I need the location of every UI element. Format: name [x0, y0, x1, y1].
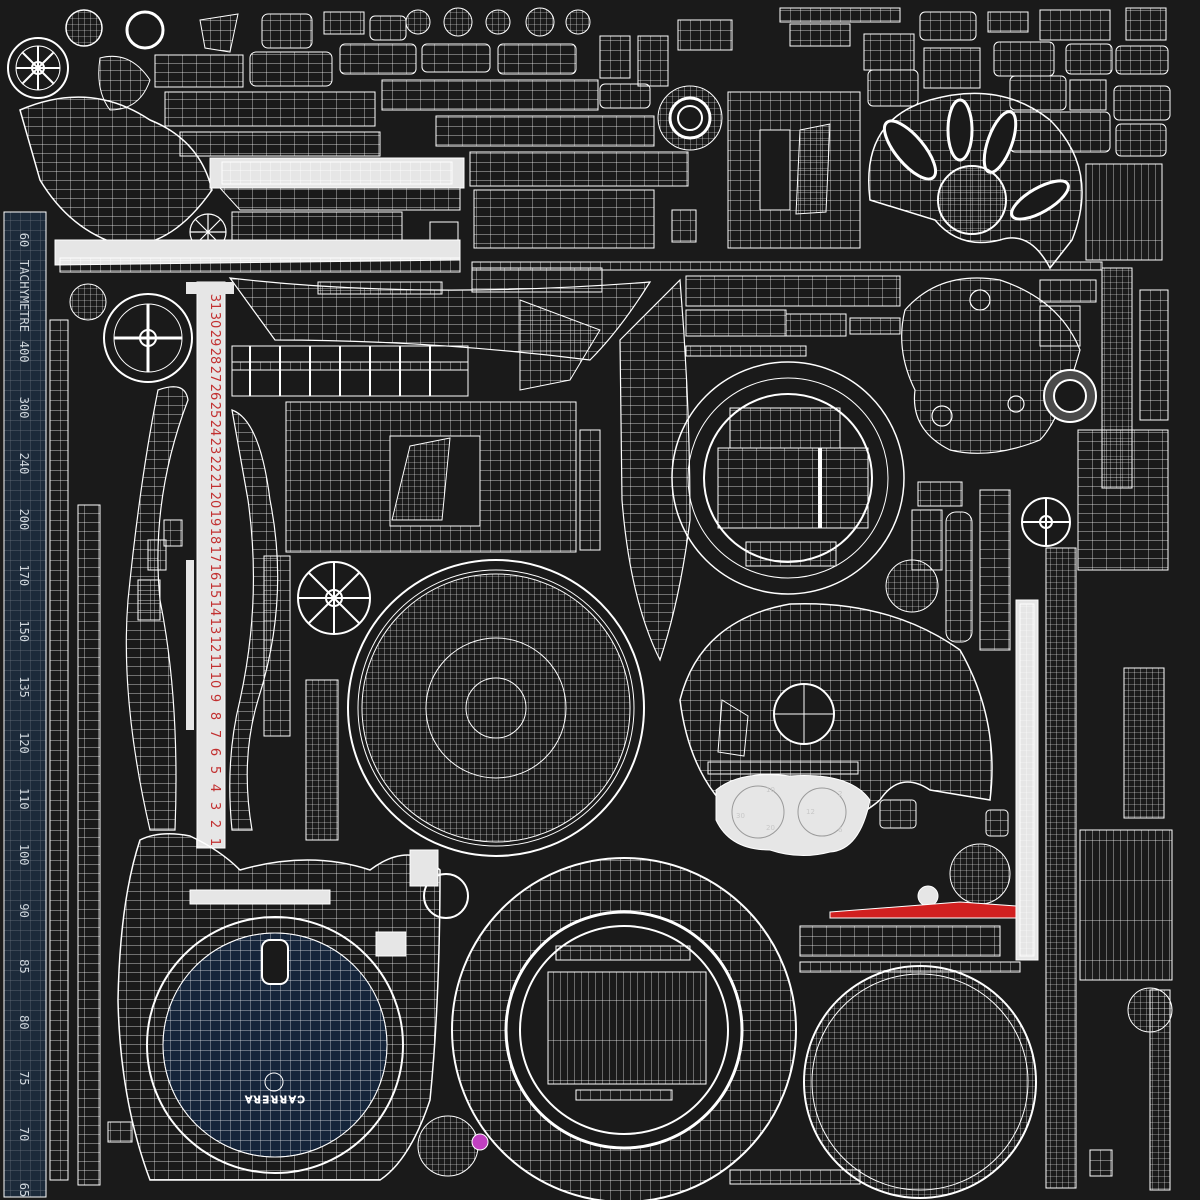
rotor-wheel [868, 92, 1083, 270]
tachymeter-label: 300 [17, 397, 31, 419]
tachymeter-label: TACHYMETRE [17, 260, 31, 332]
tachymeter-label: 110 [17, 788, 31, 810]
date-number: 2 [207, 820, 222, 828]
ring-bearing [657, 85, 723, 151]
tachymeter-label: 150 [17, 620, 31, 642]
bracelet-strip [77, 504, 101, 1186]
tachymeter-label: 120 [17, 732, 31, 754]
sweep-bracket [619, 278, 691, 662]
date-number: 1 [207, 838, 222, 846]
inner-case-block [727, 91, 861, 249]
date-number: 22 [207, 456, 222, 473]
ring-part [125, 10, 165, 50]
date-number: 8 [207, 712, 222, 720]
dome-right-middle [679, 602, 993, 832]
subdial-number: 6 [838, 826, 843, 834]
date-number: 20 [207, 492, 222, 509]
date-number: 4 [207, 784, 222, 792]
date-number: 5 [207, 766, 222, 774]
date-number: 30 [207, 312, 222, 329]
date-number: 3 [207, 802, 222, 810]
top-parts [154, 7, 1171, 255]
movement-plate [901, 277, 1097, 454]
date-number: 31 [207, 294, 222, 311]
case-flank [519, 299, 601, 391]
large-dome-center [347, 559, 645, 857]
date-number: 15 [207, 582, 222, 599]
subdial-number: 20 [766, 824, 775, 832]
date-number: 16 [207, 564, 222, 581]
case-bottom-left: CARRERA [117, 833, 441, 1181]
tachymeter-label: 80 [17, 1015, 31, 1029]
date-number: 11 [207, 654, 222, 671]
date-number: 9 [207, 694, 222, 702]
date-number: 24 [207, 420, 222, 437]
date-number: 21 [207, 474, 222, 491]
tachymeter-label: 170 [17, 564, 31, 586]
date-number: 26 [207, 384, 222, 401]
small-wheel-top-left [7, 37, 69, 99]
tachymeter-label: 60 [17, 233, 31, 247]
tachymeter-label: 400 [17, 341, 31, 363]
tachymeter-label: 65 [17, 1183, 31, 1197]
stem-strips [137, 519, 339, 841]
lug-part [98, 55, 151, 111]
lug-arch-right [229, 409, 279, 831]
crown-wheel-right [1021, 497, 1071, 547]
date-number: 7 [207, 730, 222, 738]
tachymeter-label: 90 [17, 903, 31, 917]
grid-block-center [285, 401, 601, 553]
subdial-number: 10 [766, 786, 775, 794]
bridge-bars [231, 345, 469, 397]
date-number: 23 [207, 438, 222, 455]
small-wheel-center [297, 561, 371, 635]
dome-bottom-right [803, 965, 1037, 1199]
misc-parts-bottom [107, 849, 1173, 1191]
subdial-number: 12 [806, 808, 815, 816]
bezel-ring-middle [671, 361, 905, 595]
subdial-number: 30 [736, 812, 745, 820]
date-number: 10 [207, 672, 222, 689]
pin-bar [186, 560, 194, 730]
ball-part [65, 9, 103, 47]
date-number: 12 [207, 636, 222, 653]
tachymeter-label: 70 [17, 1127, 31, 1141]
tachymeter-label: 85 [17, 959, 31, 973]
date-number: 6 [207, 748, 222, 756]
date-number: 25 [207, 402, 222, 419]
date-number: 19 [207, 510, 222, 527]
tachymeter-label: 100 [17, 844, 31, 866]
case-bottom-center [451, 857, 797, 1200]
date-number: 28 [207, 348, 222, 365]
date-number: 18 [207, 528, 222, 545]
right-strips [1039, 163, 1173, 1189]
sub-dials-light: 30 10 20 12 2 6 [715, 774, 871, 856]
date-number: 29 [207, 330, 222, 347]
crown-wheel-left [103, 293, 193, 383]
side-parts-right [885, 481, 1011, 651]
date-number: 17 [207, 546, 222, 563]
date-strip: 3130292827262524232221201918171615141312… [186, 281, 234, 849]
tachymeter-label: 240 [17, 453, 31, 475]
bezel-strip [49, 319, 69, 1181]
tachymeter-label: 200 [17, 509, 31, 531]
dial-brand-text: CARRERA [243, 1093, 304, 1104]
long-bars [54, 239, 1103, 357]
date-number: 27 [207, 366, 222, 383]
date-number: 14 [207, 600, 222, 617]
misc-parts-middle-right [799, 599, 1039, 973]
date-number: 13 [207, 618, 222, 635]
subdial-number: 2 [838, 790, 842, 798]
tachymeter-label: 135 [17, 676, 31, 698]
tachymeter-label: 75 [17, 1071, 31, 1085]
pusher-head [69, 283, 107, 321]
